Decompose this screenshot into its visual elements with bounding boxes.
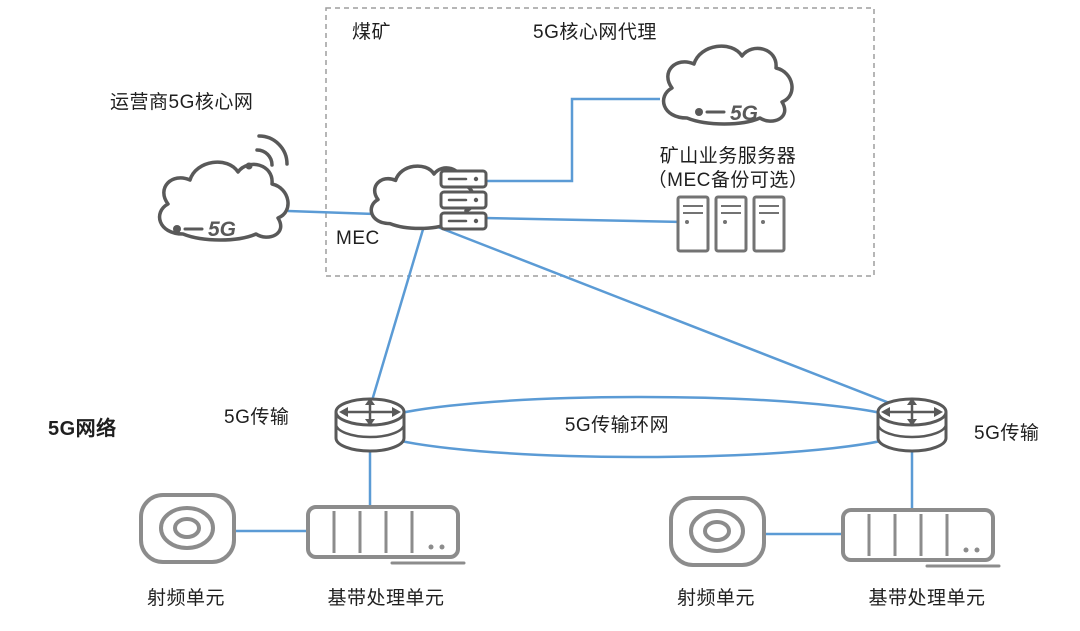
bbu-right-icon xyxy=(841,508,1001,568)
link-mec-to-mine-servers xyxy=(483,216,685,224)
cloud-5g-text: 5G xyxy=(730,102,758,125)
mec-server-stack-icon xyxy=(439,169,488,231)
cloud-5g-text: 5G xyxy=(208,218,236,241)
rf-unit-left-icon xyxy=(139,493,236,564)
link-mec-to-right-transmission xyxy=(429,222,898,408)
server-tower-icon xyxy=(714,195,748,253)
cloud-5g-badge: 5G xyxy=(173,218,236,241)
coal-mine-boundary xyxy=(325,7,875,277)
rf-unit-right-icon xyxy=(669,496,766,567)
server-tower-icon xyxy=(752,195,786,253)
coal-mine-label: 煤矿 xyxy=(352,22,392,43)
connectors xyxy=(228,97,914,536)
ring-network-label: 5G传输环网 xyxy=(564,415,670,436)
server-tower-icon xyxy=(676,195,710,253)
core-proxy-label: 5G核心网代理 xyxy=(533,22,657,43)
transmission-router-right-icon xyxy=(876,397,948,453)
transmission-right-label: 5G传输 xyxy=(974,423,1040,444)
bbu-left-label: 基带处理单元 xyxy=(327,588,445,609)
operator-core-cloud-icon: 5G xyxy=(157,134,290,242)
core-proxy-cloud-icon: 5G xyxy=(661,44,794,126)
network-5g-label: 5G网络 xyxy=(48,418,117,440)
mec-label: MEC xyxy=(336,228,380,249)
transmission-left-label: 5G传输 xyxy=(224,407,290,428)
mec-cloud-icon xyxy=(369,164,488,231)
router-arrows-icon xyxy=(339,398,401,426)
rf-unit-right-label: 射频单元 xyxy=(676,588,756,609)
transmission-router-left-icon xyxy=(334,397,406,453)
wifi-signal-icon xyxy=(245,134,289,170)
mine-servers-label-line2: （MEC备份可选） xyxy=(647,170,809,191)
bbu-left-icon xyxy=(306,505,466,565)
link-mec-to-core-proxy xyxy=(484,97,660,183)
mine-servers-label-line1: 矿山业务服务器 xyxy=(659,146,797,167)
rf-unit-left-label: 射频单元 xyxy=(146,588,226,609)
operator-core-label: 运营商5G核心网 xyxy=(110,92,254,113)
router-arrows-icon xyxy=(881,398,943,426)
cloud-5g-badge: 5G xyxy=(695,102,758,125)
mine-servers-icon xyxy=(676,195,786,253)
link-mec-to-left-transmission xyxy=(369,225,426,405)
bbu-right-label: 基带处理单元 xyxy=(868,588,986,609)
